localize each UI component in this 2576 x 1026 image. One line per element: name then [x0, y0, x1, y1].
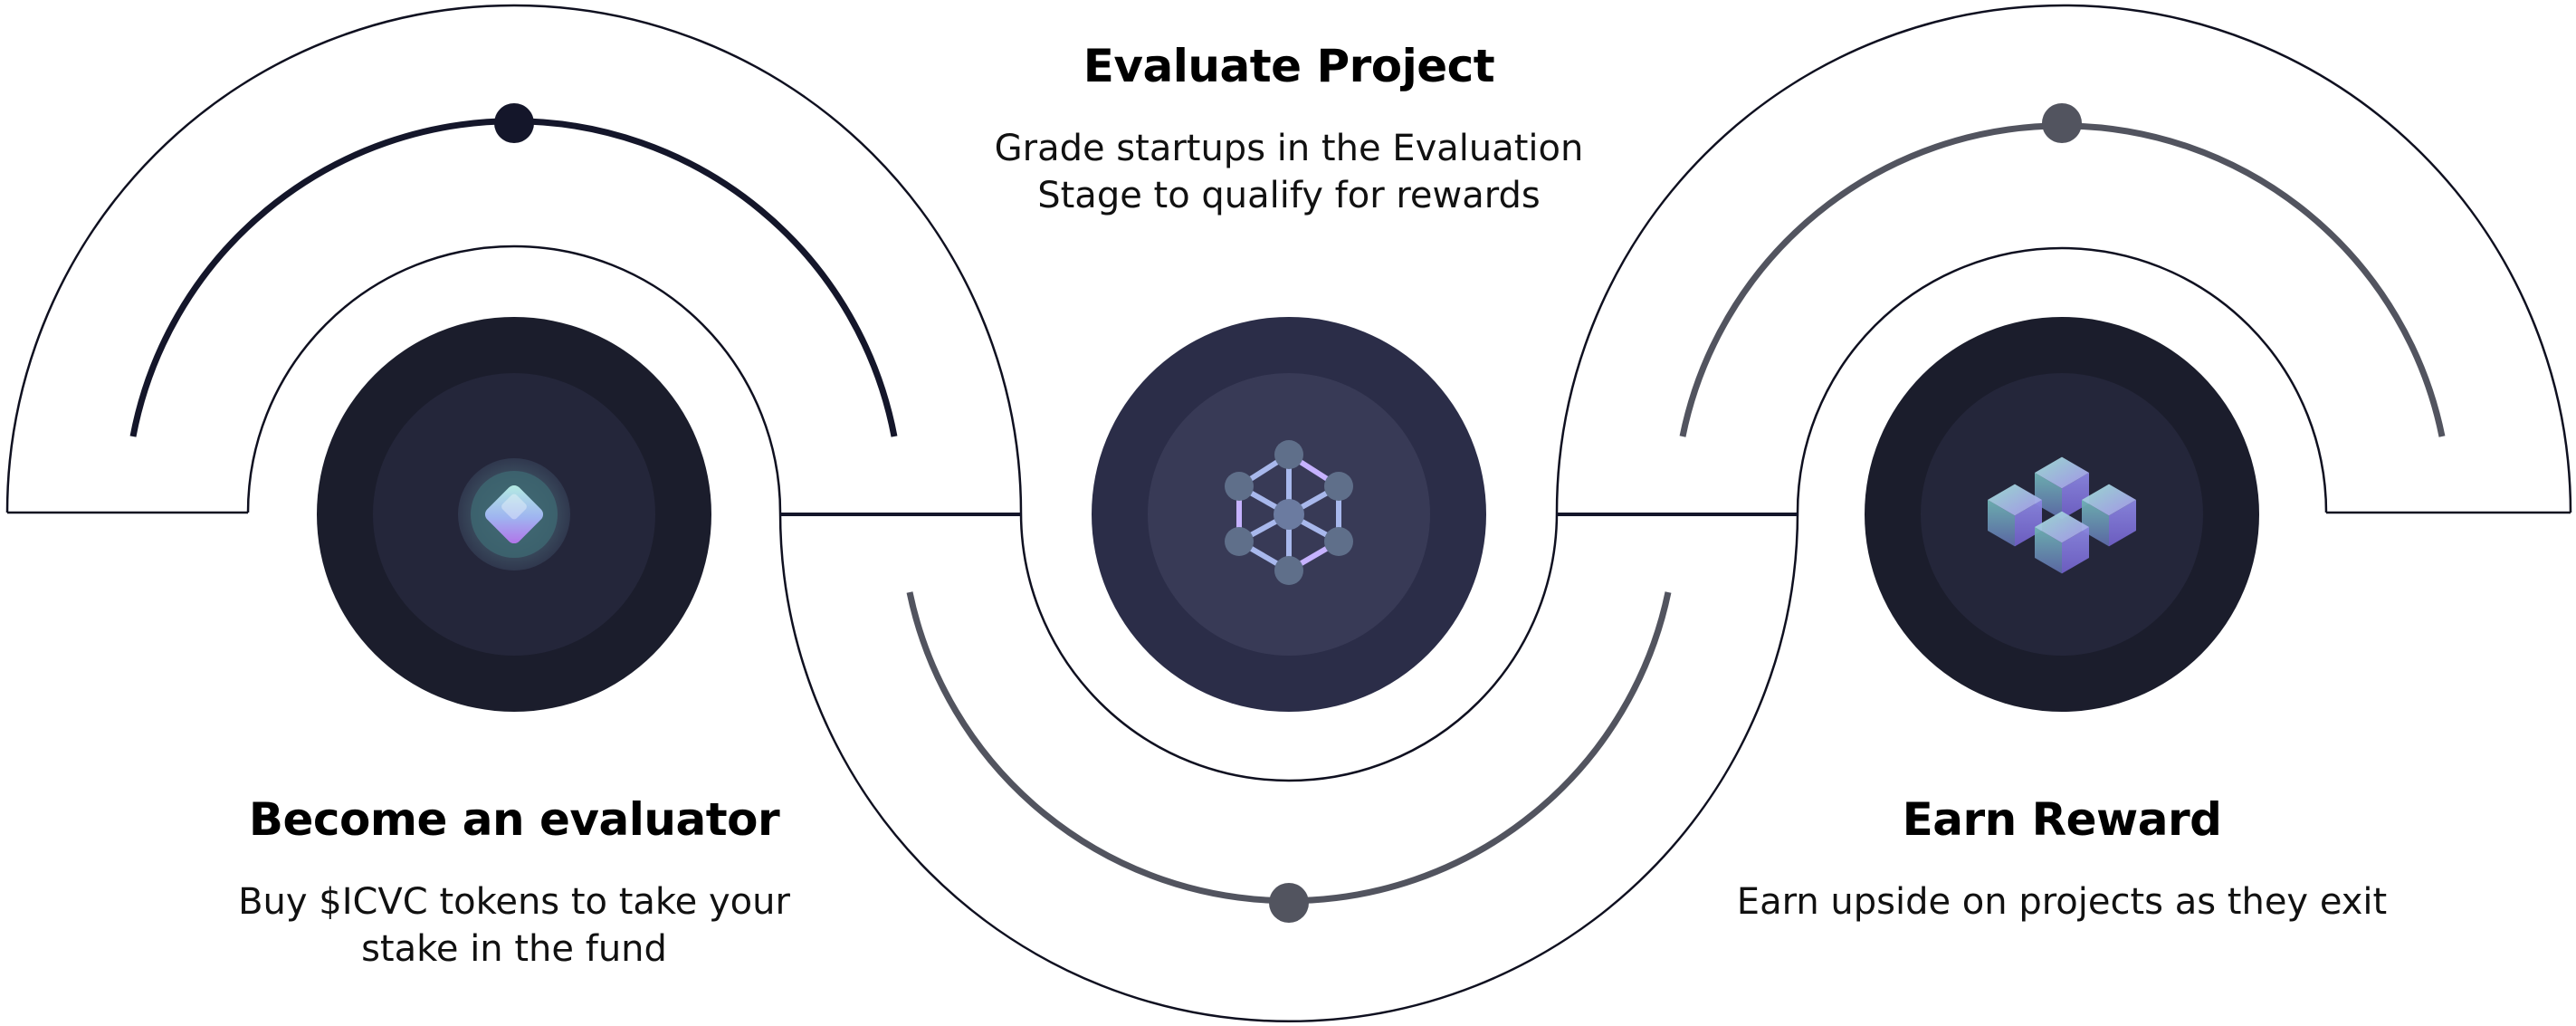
step-title-reward: Earn Reward — [1902, 793, 2222, 846]
step-desc-line: Buy $ICVC tokens to take your — [238, 881, 790, 923]
track-outline — [5, 4, 2572, 1023]
network-node-dots — [1225, 440, 1353, 585]
track-right-band — [1555, 4, 2572, 514]
cube — [2082, 484, 2136, 547]
marker-dot-middle — [1269, 883, 1309, 923]
step-title-evaluator: Become an evaluator — [248, 793, 780, 846]
step-desc-line: Earn upside on projects as they exit — [1736, 881, 2388, 923]
diamond-token-icon — [458, 458, 570, 571]
step-desc-evaluator: Buy $ICVC tokens to take your stake in t… — [152, 878, 876, 973]
step-title-evaluate: Evaluate Project — [1083, 40, 1495, 92]
step-circle-evaluator — [317, 317, 711, 712]
marker-dot-right — [2042, 103, 2082, 143]
step-desc-reward: Earn upside on projects as they exit — [1700, 878, 2424, 925]
cube — [2035, 456, 2089, 520]
step-circle-reward — [1865, 317, 2259, 712]
step-desc-line: Stage to qualify for rewards — [1037, 175, 1541, 216]
step-desc-evaluate: Grade startups in the Evaluation Stage t… — [927, 125, 1651, 219]
track-left-band — [5, 4, 1023, 514]
step-desc-line: Grade startups in the Evaluation — [994, 128, 1584, 169]
cube — [2035, 511, 2089, 574]
stacked-cubes-icon — [1988, 456, 2136, 574]
cube — [1988, 484, 2042, 547]
step-desc-line: stake in the fund — [361, 928, 667, 970]
marker-dot-left — [494, 103, 534, 143]
track-middle-band — [778, 512, 1799, 1023]
step-circle-evaluate — [1092, 317, 1486, 712]
